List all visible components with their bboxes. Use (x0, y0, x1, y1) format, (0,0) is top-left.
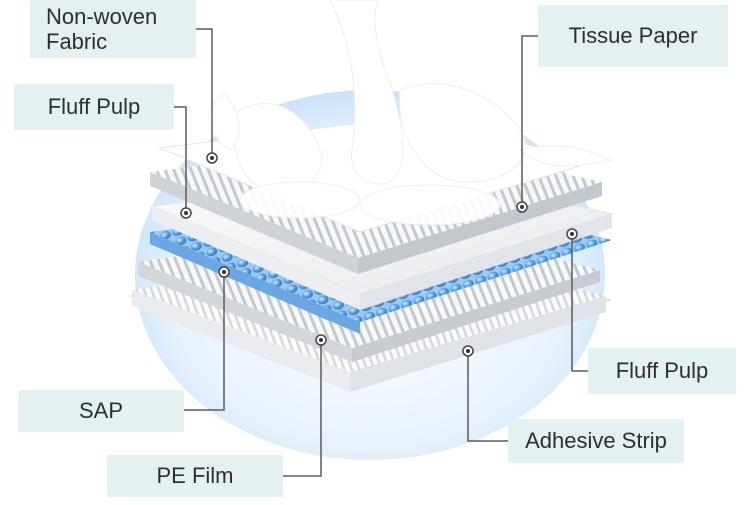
leader-pe-film (283, 340, 322, 477)
leader-tissue-paper (521, 35, 538, 207)
label-adhesive-strip-text: Adhesive Strip (525, 428, 667, 453)
dot-tissue-paper (516, 201, 528, 213)
leader-fluff-pulp-right (571, 234, 588, 372)
label-adhesive-strip: Adhesive Strip (508, 419, 684, 463)
pointer-dots (180, 152, 578, 357)
label-fluff-pulp-top: Fluff Pulp (14, 84, 174, 130)
dot-pe-film (315, 334, 327, 346)
dot-adhesive (462, 345, 474, 357)
label-sap: SAP (18, 390, 184, 432)
milk-splash (208, 0, 612, 226)
label-tissue-paper: Tissue Paper (538, 5, 728, 67)
label-non-woven-fabric: Non-woven Fabric (30, 0, 196, 58)
label-non-woven-fabric-text: Non-woven Fabric (46, 4, 158, 54)
label-tissue-paper-text: Tissue Paper (568, 23, 698, 48)
label-pe-film-text: PE Film (156, 463, 234, 488)
label-fluff-pulp-right-text: Fluff Pulp (615, 358, 709, 383)
dot-fluff-pulp-top (180, 207, 192, 219)
label-sap-text: SAP (78, 398, 124, 423)
dot-sap (218, 266, 230, 278)
label-fluff-pulp-top-text: Fluff Pulp (47, 94, 141, 119)
dot-fluff-pulp-right (566, 228, 578, 240)
leader-non-woven (196, 28, 213, 158)
dot-non-woven (206, 152, 218, 164)
leader-fluff-pulp-top (174, 106, 187, 213)
leader-adhesive (467, 351, 508, 442)
label-pe-film: PE Film (107, 455, 283, 497)
leader-lines (174, 28, 588, 477)
leader-sap (184, 272, 225, 411)
label-fluff-pulp-right: Fluff Pulp (588, 348, 736, 394)
